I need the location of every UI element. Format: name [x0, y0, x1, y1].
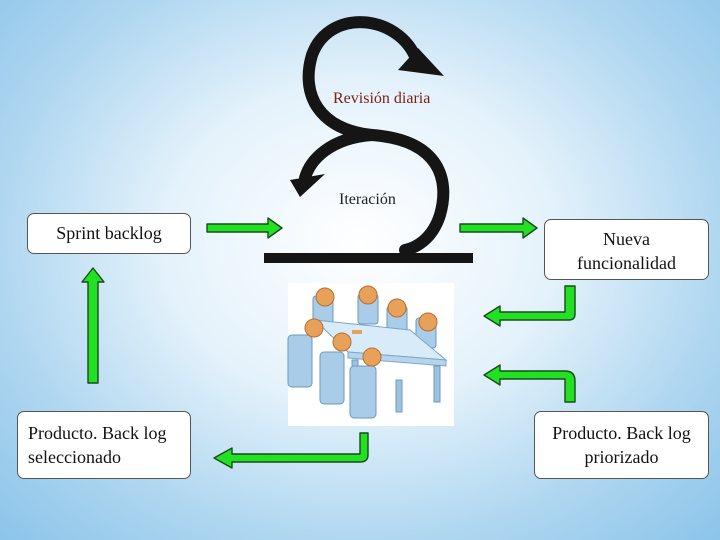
- daily-review-label: Revisión diaria: [333, 90, 431, 107]
- selected-backlog-line-2: seleccionado: [28, 447, 121, 467]
- prioritized-backlog-line-1: Producto. Back log: [552, 423, 691, 443]
- prioritized-backlog-line-2: priorizado: [584, 447, 659, 467]
- iteration-loop-arrowhead-icon: [290, 174, 325, 197]
- daily-loop-arrowhead-icon: [398, 48, 444, 76]
- green-arrow-icon: [206, 217, 283, 239]
- sprint-backlog-label: Sprint backlog: [56, 223, 162, 243]
- daily-loop-arrow-icon: [302, 16, 424, 141]
- green-arrow-icon: [81, 267, 105, 384]
- iteration-label: Iteración: [339, 191, 396, 208]
- selected-backlog-box: Producto. Back log seleccionado: [17, 411, 191, 479]
- green-arrow-icon: [459, 217, 538, 239]
- iteration-loop-upper-arrow-icon: [299, 129, 378, 184]
- sprint-backlog-box: Sprint backlog: [27, 213, 191, 254]
- new-functionality-line-1: Nueva: [603, 229, 650, 249]
- prioritized-backlog-box: Producto. Back log priorizado: [534, 411, 709, 479]
- green-arrow-icon: [213, 432, 369, 469]
- new-functionality-line-2: funcionalidad: [577, 253, 676, 273]
- green-arrow-icon: [483, 285, 576, 327]
- divider-bar: [264, 253, 473, 263]
- new-functionality-box: Nueva funcionalidad: [544, 219, 709, 280]
- iteration-loop-arrow-icon: [366, 129, 450, 256]
- selected-backlog-line-1: Producto. Back log: [28, 423, 167, 443]
- green-arrow-icon: [483, 364, 576, 403]
